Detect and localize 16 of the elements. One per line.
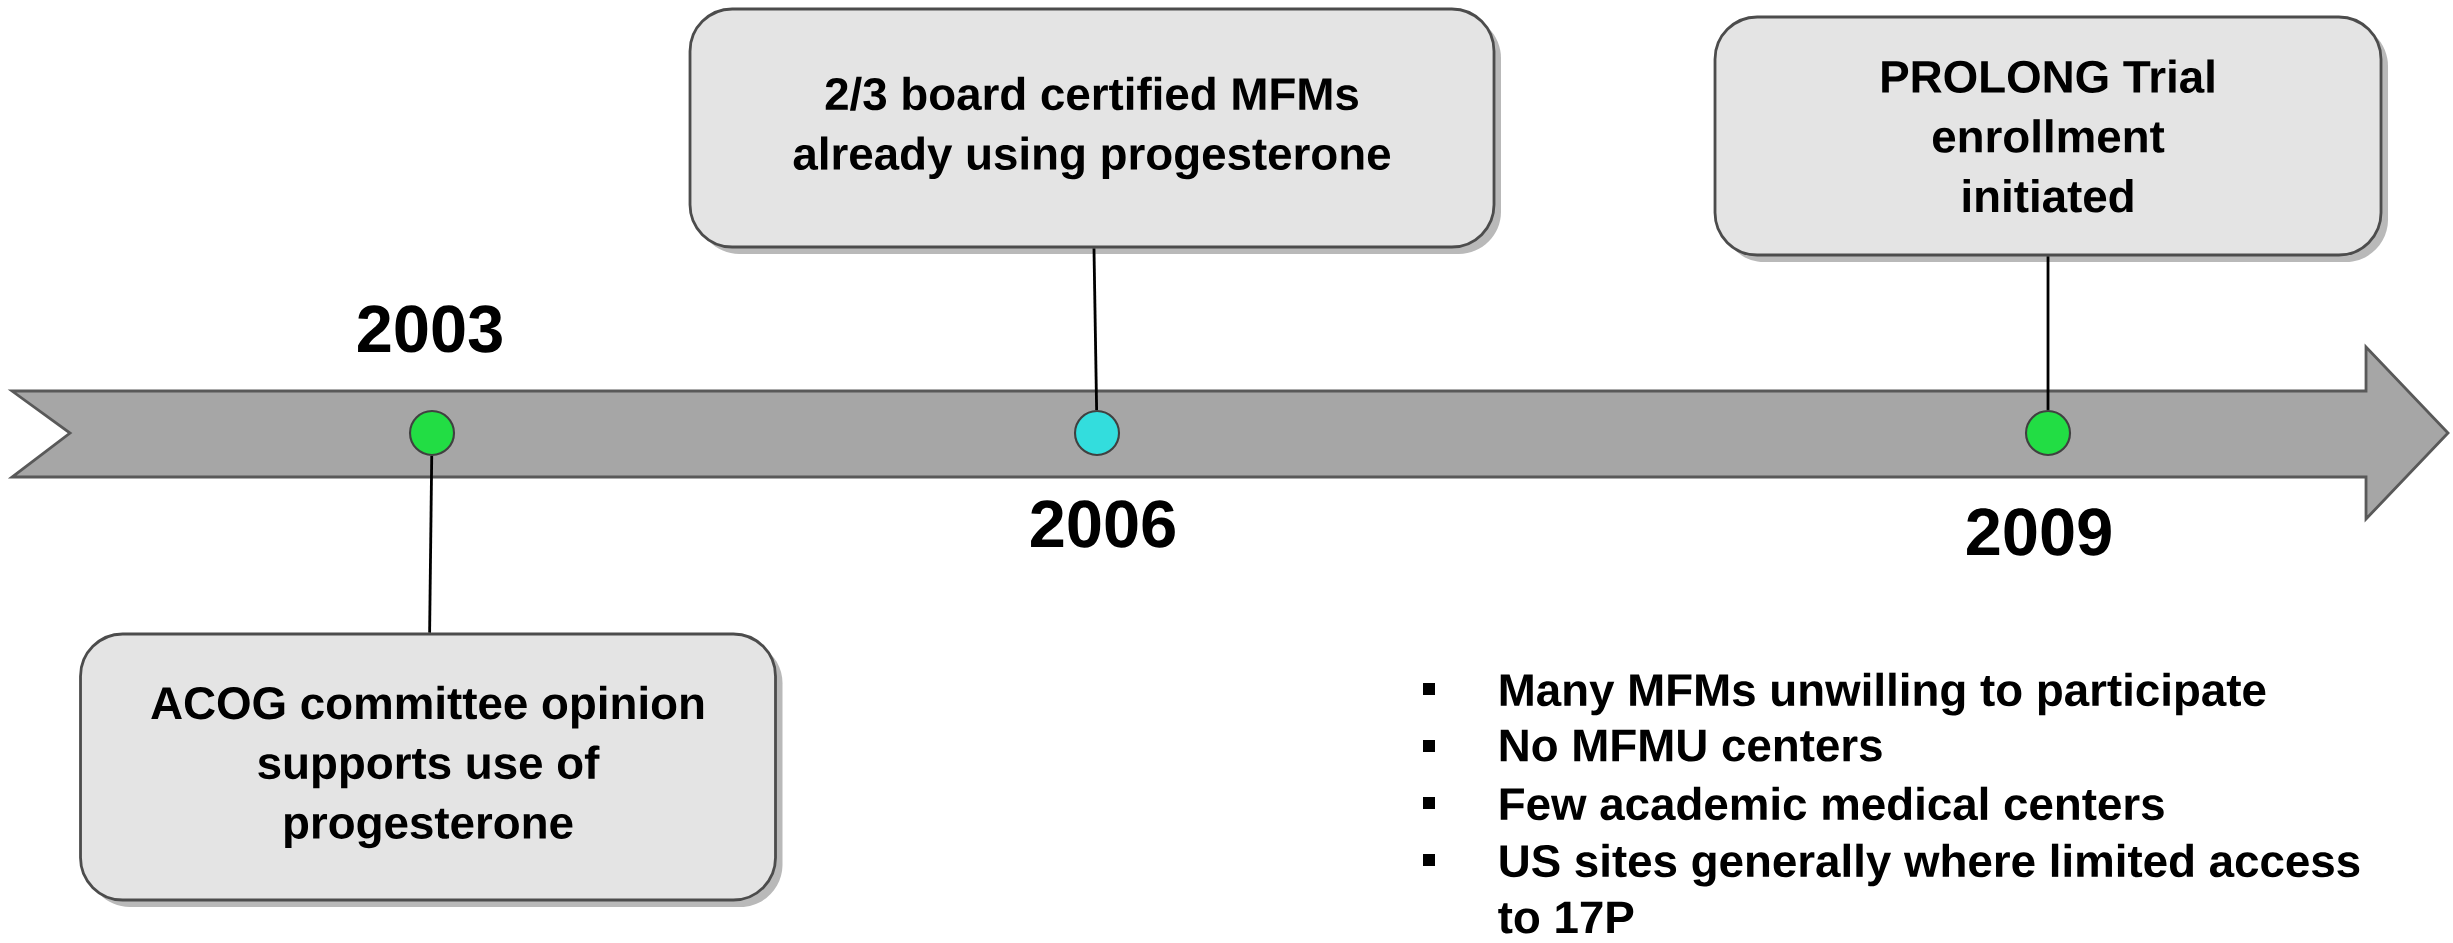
event-box: 2/3 board certified MFMs already using progesterone — [688, 7, 1501, 254]
connector-line — [2046, 256, 2050, 410]
bullet-item: Few academic medical centers — [1423, 786, 2164, 821]
year-label: 2003 — [358, 305, 502, 353]
bullet-item: No MFMU centers — [1423, 729, 1882, 762]
timeline-dot — [408, 409, 456, 457]
year-label: 2009 — [1967, 508, 2111, 556]
bullet-item: US sites generally where limited access to 17P — [1423, 843, 2360, 934]
timeline-dot — [2024, 409, 2072, 457]
bullet-item: Many MFMs unwilling to participate — [1423, 672, 2266, 716]
timeline-dot — [1073, 409, 1121, 457]
year-label: 2006 — [1031, 500, 1175, 548]
connector-line — [1092, 248, 1099, 410]
connector-line — [428, 456, 434, 633]
event-box: PROLONG Trial enrollment initiated — [1713, 15, 2388, 262]
event-box: ACOG committee opinion supports use of progesterone — [79, 632, 783, 907]
